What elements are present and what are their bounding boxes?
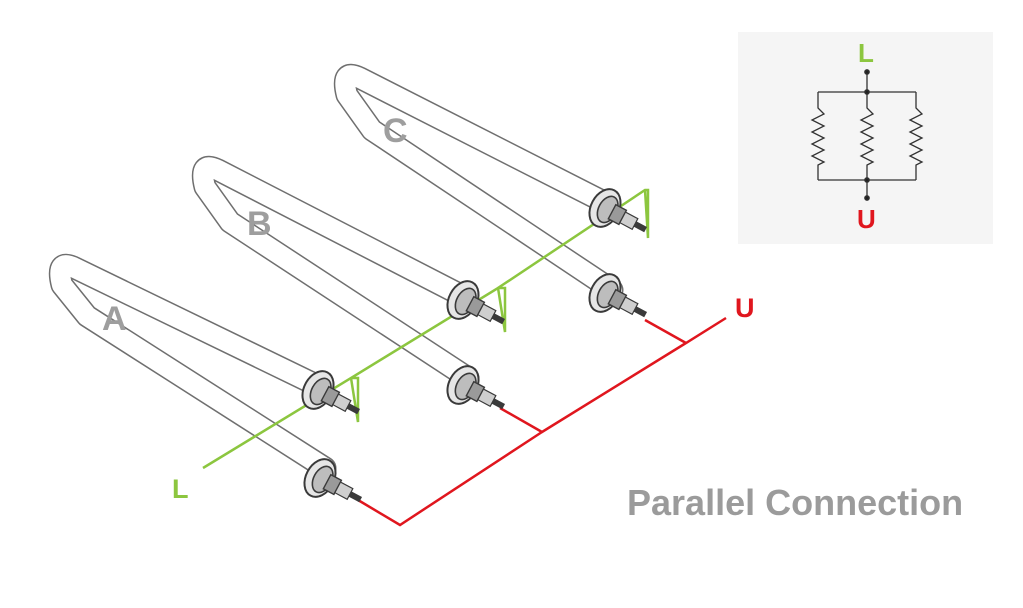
diagram-title: Parallel Connection xyxy=(627,482,963,523)
schematic-junction-dot xyxy=(864,177,870,183)
heating-element-a: A xyxy=(48,253,337,480)
terminal-fittings xyxy=(301,188,648,503)
heating-element-c: C xyxy=(333,63,624,302)
terminal-fitting xyxy=(301,370,361,415)
schematic-circuit xyxy=(810,69,924,201)
schematic-background xyxy=(738,32,993,244)
heating-element-b: B xyxy=(191,155,480,390)
schematic-junction-dot xyxy=(864,195,870,201)
terminal-fitting xyxy=(588,273,648,318)
schematic-junction-dot xyxy=(864,69,870,75)
terminal-fitting xyxy=(446,280,506,325)
neutral-wire-label: U xyxy=(735,293,755,323)
element-label-c: C xyxy=(383,112,408,150)
terminal-fitting xyxy=(588,188,648,233)
schematic-junction-dot xyxy=(864,89,870,95)
schematic-inset: L U xyxy=(738,32,993,244)
element-label-b: B xyxy=(247,205,272,243)
element-label-a: A xyxy=(102,300,127,338)
schematic-bottom-label: U xyxy=(857,204,876,234)
line-wire-label: L xyxy=(172,474,189,504)
neutral-wire-bus xyxy=(357,316,727,527)
terminal-fitting xyxy=(446,365,506,410)
schematic-top-label: L xyxy=(858,38,874,68)
line-wire-bus xyxy=(202,188,650,470)
terminal-fitting xyxy=(303,458,363,503)
